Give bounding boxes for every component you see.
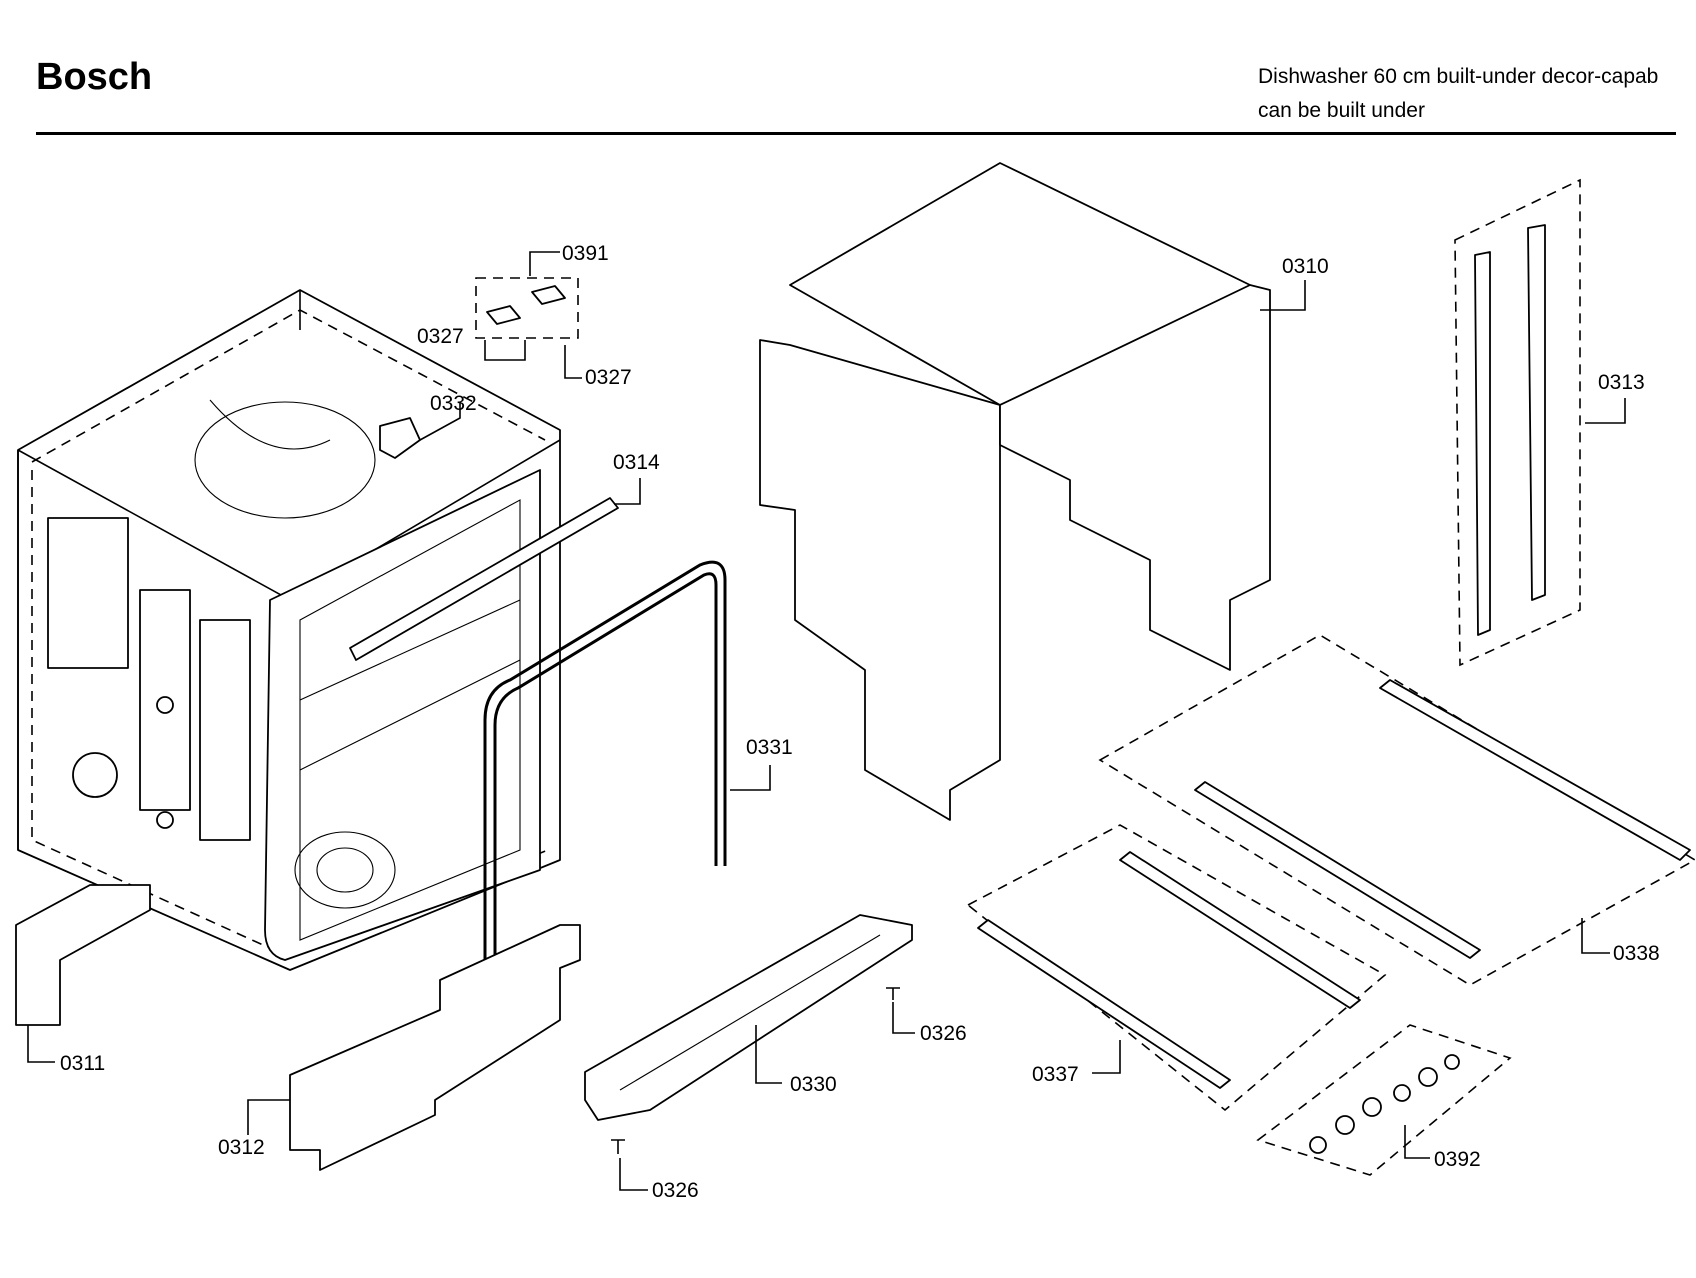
part-0326-screw-upper <box>886 987 915 1034</box>
callout-0330: 0330 <box>790 1073 837 1096</box>
callout-0332: 0332 <box>430 392 477 415</box>
callout-0327-left: 0327 <box>417 325 464 348</box>
callout-0331: 0331 <box>746 736 793 759</box>
callout-0338: 0338 <box>1613 942 1660 965</box>
callout-0314: 0314 <box>613 451 660 474</box>
part-0337-rails <box>966 824 1387 1112</box>
description-line-1: Dishwasher 60 cm built-under decor-capab <box>1258 65 1659 88</box>
callout-0327-right: 0327 <box>585 366 632 389</box>
dishwasher-tub <box>17 289 561 971</box>
part-0392-fixing-kit <box>1256 1024 1512 1176</box>
part-0391-hinge-kit <box>475 251 579 339</box>
callout-0392: 0392 <box>1434 1148 1481 1171</box>
description-line-2: can be built under <box>1258 99 1425 122</box>
brand-title: Bosch <box>36 56 153 98</box>
part-0330-base-tray <box>584 914 913 1121</box>
callout-0326-lower: 0326 <box>652 1179 699 1202</box>
part-0310-insulation <box>759 162 1306 821</box>
model-description: Dishwasher 60 cm built-under decor-capab… <box>1258 60 1658 128</box>
callout-0326-upper: 0326 <box>920 1022 967 1045</box>
part-0311-panel <box>15 884 151 1063</box>
callout-0337: 0337 <box>1032 1063 1079 1086</box>
part-0332-hinge <box>379 402 461 459</box>
part-0314-strip <box>349 478 641 661</box>
callout-0391: 0391 <box>562 242 609 265</box>
callout-0312: 0312 <box>218 1136 265 1159</box>
part-0312-kickplate <box>247 924 581 1171</box>
part-0338-rails <box>1098 634 1696 986</box>
part-0313-side-strips <box>1454 178 1626 667</box>
callout-0311: 0311 <box>60 1052 105 1075</box>
part-0326-screw-lower <box>611 1139 648 1191</box>
callout-0310: 0310 <box>1282 255 1329 278</box>
part-0331-door-seal <box>483 560 771 1000</box>
callout-0313: 0313 <box>1598 371 1645 394</box>
header-divider <box>36 132 1676 135</box>
